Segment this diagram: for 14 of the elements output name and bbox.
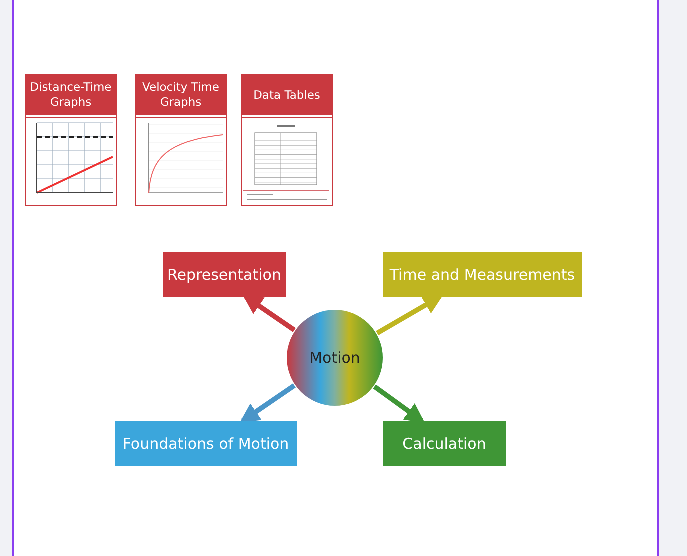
- arrow: [242, 294, 296, 332]
- subtopic-box: Representation: [163, 252, 286, 297]
- arrow: [373, 384, 426, 424]
- resource-card: [241, 74, 333, 206]
- card-title: Data Tables: [242, 75, 332, 117]
- arrow: [240, 384, 296, 424]
- subtopic-box: Calculation: [383, 421, 506, 466]
- card-title: Distance-Time Graphs: [26, 75, 116, 117]
- resource-card: [135, 74, 227, 206]
- subtopic-box: Foundations of Motion: [115, 421, 297, 466]
- card-title: Velocity Time Graphs: [136, 75, 226, 117]
- subtopic-box: Time and Measurements: [383, 252, 582, 297]
- arrow: [376, 294, 444, 336]
- resource-card: [25, 74, 117, 206]
